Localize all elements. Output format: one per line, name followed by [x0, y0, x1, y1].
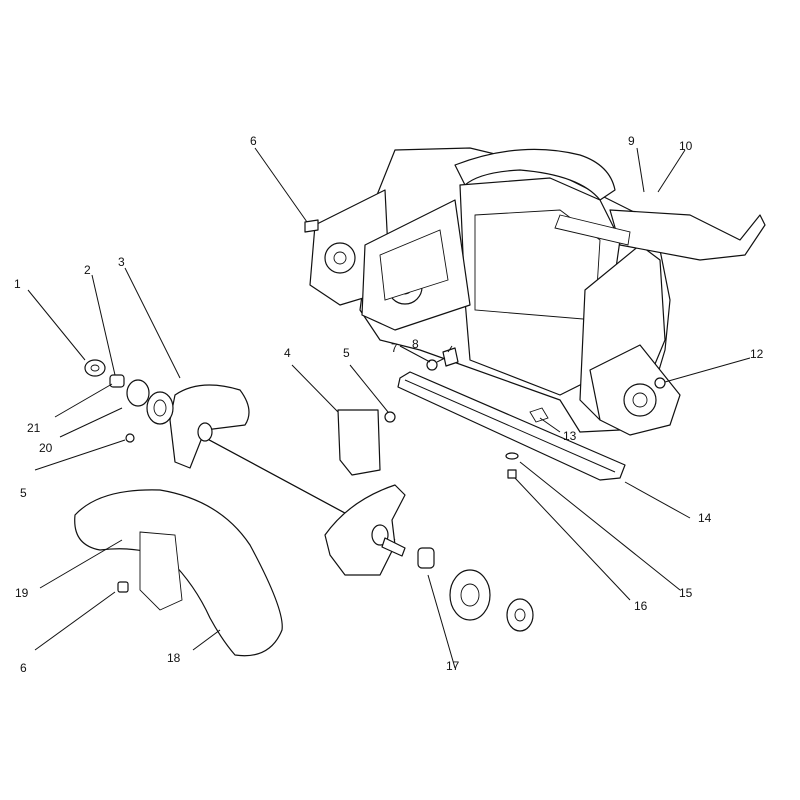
- callout-4: 4: [284, 346, 291, 360]
- callout-16: 16: [634, 599, 648, 613]
- callout-12: 12: [750, 347, 764, 361]
- callout-5-lower: 5: [20, 486, 27, 500]
- callout-labels: 1 2 3 4 5 5 6 6 7 8 9 10 12 13 14 15 16 …: [14, 134, 764, 675]
- callout-15: 15: [679, 586, 693, 600]
- callout-8: 8: [412, 337, 419, 351]
- auger-paddle: [74, 489, 283, 657]
- callout-3: 3: [118, 255, 125, 269]
- left-bearing-stack: [84, 359, 174, 443]
- callout-17: 17: [446, 659, 460, 673]
- right-bearing-stack: [417, 547, 534, 632]
- housing-right-plate: [589, 344, 681, 436]
- housing-side-plates: [309, 189, 471, 331]
- callout-13: 13: [563, 429, 577, 443]
- callout-10: 10: [679, 139, 693, 153]
- callout-9: 9: [628, 134, 635, 148]
- callout-6-upper: 6: [250, 134, 257, 148]
- scraper-hardware: [304, 219, 666, 479]
- callout-19: 19: [15, 586, 29, 600]
- callout-2: 2: [84, 263, 91, 277]
- mounting-bracket: [337, 409, 396, 476]
- callout-5-upper: 5: [343, 346, 350, 360]
- callout-18: 18: [167, 651, 181, 665]
- scraper-bar: [397, 371, 626, 481]
- callout-14: 14: [698, 511, 712, 525]
- callout-20: 20: [39, 441, 53, 455]
- leader-lines: [27, 147, 751, 669]
- right-auger-flight: [324, 484, 406, 576]
- callout-7: 7: [391, 341, 398, 355]
- left-auger-flight: [169, 384, 250, 469]
- callout-6-lower: 6: [20, 661, 27, 675]
- callout-21: 21: [27, 421, 41, 435]
- callout-1: 1: [14, 277, 21, 291]
